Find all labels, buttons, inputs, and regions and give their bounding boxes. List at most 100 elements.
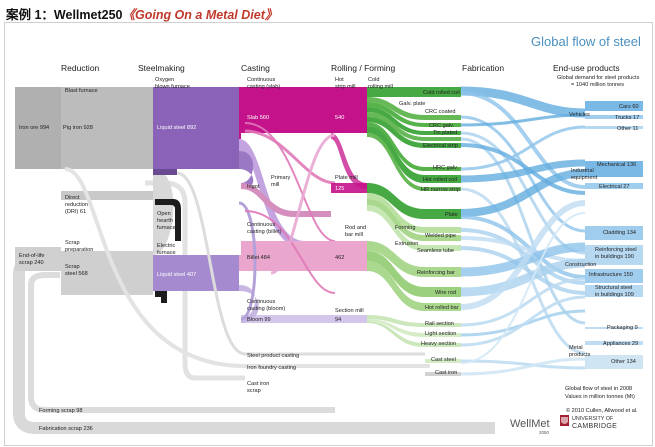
scrap-prep-label-2: preparation [65,247,93,253]
cast-iron-scrap-label-1: Cast iron [247,381,269,387]
iron-foundry-band [64,167,430,368]
bloom-band [241,315,331,323]
primary-mill-label-1: Primary [271,175,290,181]
appliances-label: Appliances 29 [603,341,638,347]
eaf-liquid-steel [153,255,239,291]
rod-bar-label-1: Rod and [345,225,366,231]
eol-scrap-label-1: End-of-life [19,253,45,259]
plate-value: 125 [335,186,344,192]
steel-flow-diagram: Global flow of steel Reduction Steelmaki… [4,22,653,446]
end-use-labels: Vehicles Cars 60 Trucks 17 Other 11 Indu… [565,104,639,365]
product-label: HR narrow strip [421,187,460,193]
sankey-svg: Global flow of steel Reduction Steelmaki… [13,34,643,435]
scrap-to-bof-band [153,169,174,255]
ingot-label: Ingot [247,184,260,190]
scrap-steel-label-2: steel 568 [65,271,88,277]
hot-strip-label-1: Hot [335,77,344,83]
eol-scrap-node [15,247,61,271]
eol-scrap-label-2: scrap 240 [19,260,44,266]
construction-label: Construction [565,262,596,268]
open-hearth-label-3: furnace [157,225,176,231]
blue-flow-group [460,86,586,376]
page-heading: 案例 1：Wellmet250《Going On a Metal Diet》 [6,4,277,23]
cc-billet-label-1: Continuous [247,222,276,228]
product-label: Seamless tube [417,248,454,254]
product-label: Forming [395,225,416,231]
scrap-steel-label-1: Scrap [65,264,80,270]
metal-products-label-2: products [569,352,591,358]
heading-prefix: 案例 1：Wellmet250 [6,8,123,22]
plate-mill-label: Plate mill [335,175,358,181]
hot-strip-mill-node [331,87,367,133]
structural-label-1: Structural steel [595,285,632,291]
product-label: Cast iron [435,370,457,376]
cars-label: Cars 60 [619,104,639,110]
stage-reduction: Reduction [61,63,100,73]
mechanical-label: Mechanical 136 [597,162,636,168]
stage-end-use: End-use products [553,63,620,73]
stage-steelmaking: Steelmaking [138,63,185,73]
product-label: HRC galv. [433,165,459,171]
univ-bottom: CAMBRIDGE [572,423,617,430]
wellmet-year: 2050 [539,430,550,435]
product-label: Light section [425,331,456,337]
product-label: Tin plated [433,130,457,136]
plate-mill-node [331,183,367,193]
open-hearth-node [155,199,181,241]
fabrication-scrap-label: Fabrication scrap 236 [39,426,93,432]
oxygen-label-1: Oxygen [155,77,174,83]
dri-label-3: (DRI) 61 [65,209,86,215]
end-use-subtitle-2: = 1040 million tonnes [571,82,624,88]
industrial-label-1: Industrial [571,168,594,174]
product-label: Rail section [425,321,454,327]
cold-rolling-label-1: Cold [368,77,380,83]
stage-fabrication: Fabrication [462,63,504,73]
scrap-steel-band [61,251,153,295]
rod-value: 462 [335,255,344,261]
steel-product-casting-label: Steel product casting [247,353,299,359]
green-flow-group [367,87,461,376]
forming-scrap-label: Forming scrap 98 [39,408,83,414]
cc-slab-label-1: Continuous [247,77,276,83]
other-metal-label: Other 134 [611,359,636,365]
metal-products-label-1: Metal [569,345,583,351]
open-hearth-label-1: Open [157,211,171,217]
hot-strip-value: 540 [335,115,344,121]
wellmet-logo: WellMet [510,418,550,430]
dri-label-2: reduction [65,202,88,208]
stage-casting: Casting [241,63,270,73]
product-labels: Cold rolled coil Galv. plate CRC coated … [395,90,460,376]
cast-iron-scrap-label-2: scrap [247,388,261,394]
trucks-label: Trucks 17 [615,115,639,121]
iron-ore-node [15,87,61,169]
primary-mill-label-2: mill [271,182,279,188]
dri-label-1: Direct [65,195,80,201]
blast-furnace-label: Blast furnace [65,88,98,94]
iron-foundry-label: Iron foundry casting [247,365,296,371]
open-hearth-label-2: hearth [157,218,173,224]
product-label: Hot rolled bar [425,305,459,311]
bloom-label: Bloom 99 [247,317,271,323]
product-label: Galv. plate [399,101,425,107]
oxygen-label-2: blown furnace [155,84,190,90]
product-label: Extrusion [395,241,418,247]
cc-slab-label-2: casting (slab) [247,84,280,90]
infrastructure-label: Infrastructure 150 [589,272,633,278]
electric-label-2: furnace [157,250,176,256]
reinforcing-label-1: Reinforcing steel [595,247,637,253]
section-mill-label: Section mill [335,308,364,314]
billet-label: Billet 484 [247,255,270,261]
product-label: CRC galv. [429,123,455,129]
section-mill-node [331,315,367,323]
reinforcing-label-2: in buildings 190 [595,254,634,260]
product-label: CRC coated [425,109,455,115]
cc-bloom-label-1: Continuous [247,299,276,305]
bof-to-billet [239,139,331,249]
vehicles-label: Vehicles [569,112,590,118]
end-use-subtitle-1: Global demand for steel products [557,75,640,81]
packaging-label: Packaging 9 [607,325,638,331]
heading-book-title: 《Going On a Metal Diet》 [122,8,278,22]
hot-strip-label-2: strip mill [335,84,356,90]
pig-iron-band [61,87,153,169]
product-label: Hot rolled coil [423,177,457,183]
